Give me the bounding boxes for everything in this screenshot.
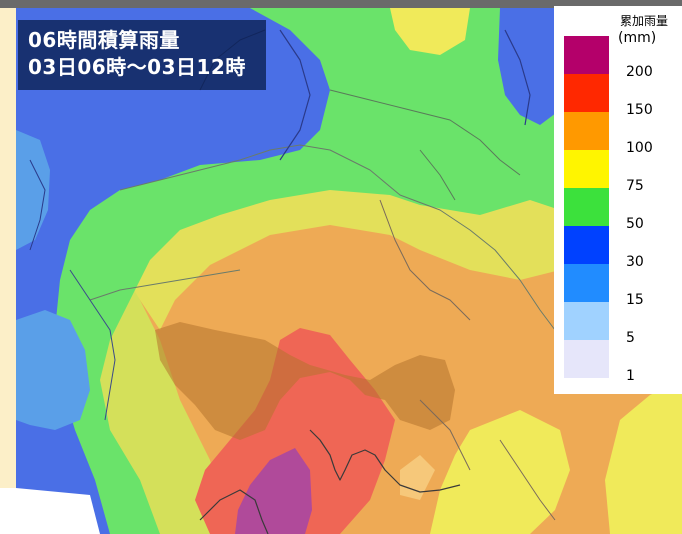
left-margin-strip — [0, 8, 16, 488]
title-line1: 06時間積算雨量 — [28, 28, 180, 52]
legend-label: 100 — [626, 140, 653, 156]
legend-row: 200 — [564, 36, 682, 80]
legend-swatch — [564, 112, 609, 150]
boundary-lines — [29, 29, 556, 534]
legend-label: 1 — [626, 368, 635, 384]
legend-label: 200 — [626, 64, 653, 80]
legend-label: 5 — [626, 330, 635, 346]
legend-swatch — [564, 264, 609, 302]
legend-row: 1 — [564, 340, 682, 384]
legend-swatch — [564, 74, 609, 112]
legend-swatch — [564, 150, 609, 188]
legend-title: 累加雨量 — [620, 14, 669, 28]
legend-swatch — [564, 226, 609, 264]
legend-swatch — [564, 188, 609, 226]
legend-row: 75 — [564, 150, 682, 194]
legend-label: 30 — [626, 254, 644, 270]
legend-row: 30 — [564, 226, 682, 270]
legend: 累加雨量 (mm) 200 150 100 75 50 30 15 — [554, 6, 682, 394]
legend-row: 100 — [564, 112, 682, 156]
legend-row: 50 — [564, 188, 682, 232]
title-box: 06時間積算雨量 03日06時〜03日12時 — [18, 20, 266, 90]
legend-row: 15 — [564, 264, 682, 308]
legend-label: 50 — [626, 216, 644, 232]
legend-row: 5 — [564, 302, 682, 346]
legend-swatch — [564, 302, 609, 340]
legend-swatch — [564, 36, 609, 74]
top-bar — [0, 0, 682, 8]
legend-swatch — [564, 340, 609, 378]
legend-label: 150 — [626, 102, 653, 118]
legend-row: 150 — [564, 74, 682, 118]
legend-unit: (mm) — [618, 30, 657, 46]
legend-label: 75 — [626, 178, 644, 194]
title-line2: 03日06時〜03日12時 — [28, 55, 246, 79]
legend-label: 15 — [626, 292, 644, 308]
